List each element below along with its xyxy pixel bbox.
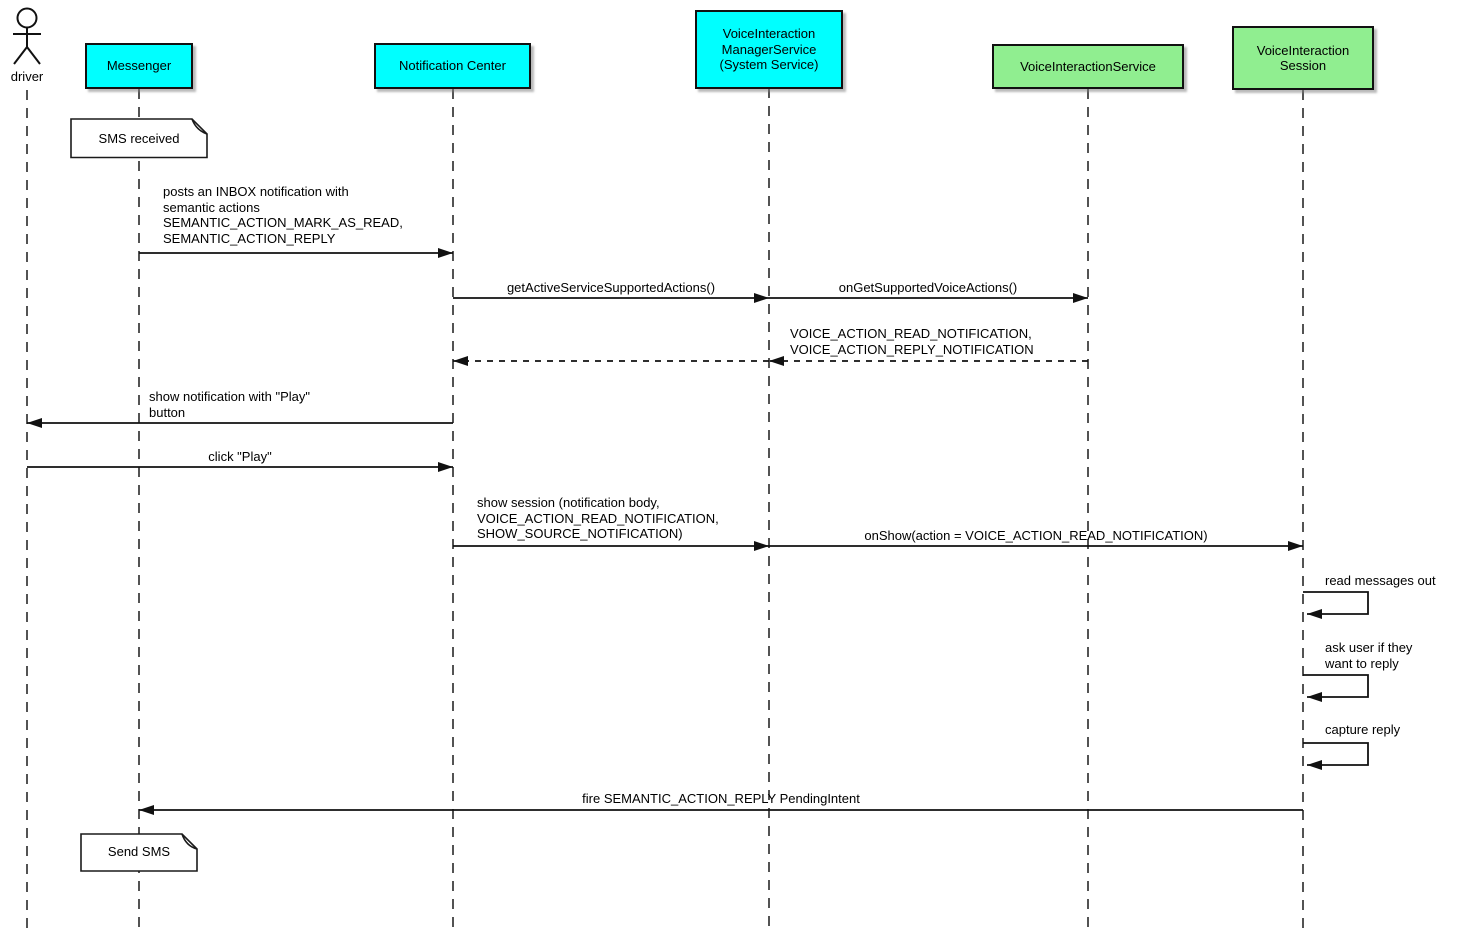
message-show-notification-play: show notification with "Play" button xyxy=(149,389,310,420)
lifelines xyxy=(26,88,1304,929)
message-ask-user-reply: ask user if they want to reply xyxy=(1325,640,1413,671)
note-sms-received: SMS received xyxy=(98,131,180,146)
actor-label: driver xyxy=(10,69,44,84)
participant-voice-interaction-service: VoiceInteractionService xyxy=(992,44,1184,89)
note-sms-received-shape xyxy=(70,118,208,159)
note-send-sms-shape xyxy=(80,833,198,872)
participant-voice-interaction-session: VoiceInteraction Session xyxy=(1232,26,1374,90)
arrow-self-read-messages-out xyxy=(1303,591,1369,619)
message-click-play: click "Play" xyxy=(208,449,272,464)
message-read-messages-out: read messages out xyxy=(1325,573,1436,588)
message-fire-semantic-action-reply: fire SEMANTIC_ACTION_REPLY PendingIntent xyxy=(582,791,860,806)
message-show-session: show session (notification body, VOICE_A… xyxy=(477,495,719,541)
actor-icon xyxy=(13,7,41,65)
message-capture-reply: capture reply xyxy=(1325,722,1401,737)
participant-messenger: Messenger xyxy=(85,43,193,89)
message-get-active-service-supported-actions: getActiveServiceSupportedActions() xyxy=(506,280,716,295)
participant-notification-center: Notification Center xyxy=(374,43,531,89)
note-send-sms: Send SMS xyxy=(107,844,171,859)
arrow-self-capture-reply xyxy=(1303,742,1369,770)
message-return-voice-actions: VOICE_ACTION_READ_NOTIFICATION, VOICE_AC… xyxy=(790,326,1034,357)
message-posts-inbox-notification: posts an INBOX notification with semanti… xyxy=(163,184,403,246)
message-on-get-supported-voice-actions: onGetSupportedVoiceActions() xyxy=(838,280,1018,295)
participant-voice-interaction-manager-service: VoiceInteraction ManagerService (System … xyxy=(695,10,843,89)
arrow-self-ask-user-reply xyxy=(1303,674,1369,702)
message-on-show: onShow(action = VOICE_ACTION_READ_NOTIFI… xyxy=(864,528,1208,543)
